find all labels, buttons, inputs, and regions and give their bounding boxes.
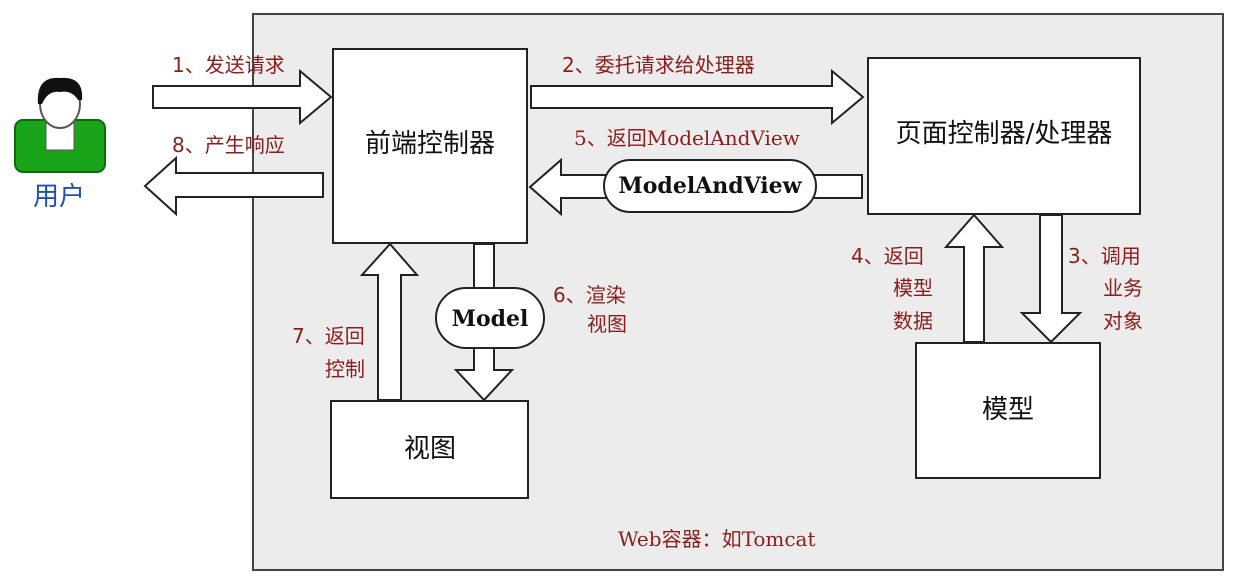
step-1-label: 1、发送请求 [172,53,285,77]
user-label: 用户 [33,182,85,212]
model-label: 模型 [982,395,1034,425]
step-8-label: 8、产生响应 [172,133,285,157]
step-4-label-line2: 模型 [893,276,933,300]
front-controller-label: 前端控制器 [365,129,495,159]
view-box [330,400,529,499]
arrow-return-control [359,242,420,401]
step-6-label-line2: 视图 [587,312,627,336]
modelandview-pill [603,159,817,213]
step-6-label-line1: 6、渲染 [553,283,626,307]
step-4-label-line3: 数据 [893,309,933,333]
step-3-label-line3: 对象 [1103,309,1143,333]
model-box [915,342,1101,479]
page-controller-box [867,57,1141,215]
user-icon [14,77,106,173]
view-label: 视图 [404,434,456,464]
step-3-label-line2: 业务 [1103,276,1143,300]
step-7-label-line2: 控制 [325,357,365,381]
step-5-label: 5、返回ModelAndView [574,126,800,150]
arrow-return-model-data [943,213,1005,343]
step-7-label-line1: 7、返回 [292,324,365,348]
arrow-send-request [152,68,333,126]
model-pill-label: Model [452,306,529,332]
arrow-delegate-request [530,68,865,126]
step-2-label: 2、委托请求给处理器 [562,53,755,77]
web-container-label: Web容器：如Tomcat [618,527,816,551]
step-3-label-line1: 3、调用 [1068,244,1141,268]
front-controller-box [332,48,528,244]
arrow-response [143,155,324,217]
modelandview-pill-label: ModelAndView [618,173,802,199]
step-4-label-line1: 4、返回 [851,244,924,268]
page-controller-label: 页面控制器/处理器 [896,119,1113,149]
arrow-call-business-object [1019,214,1083,344]
model-pill [435,287,545,349]
